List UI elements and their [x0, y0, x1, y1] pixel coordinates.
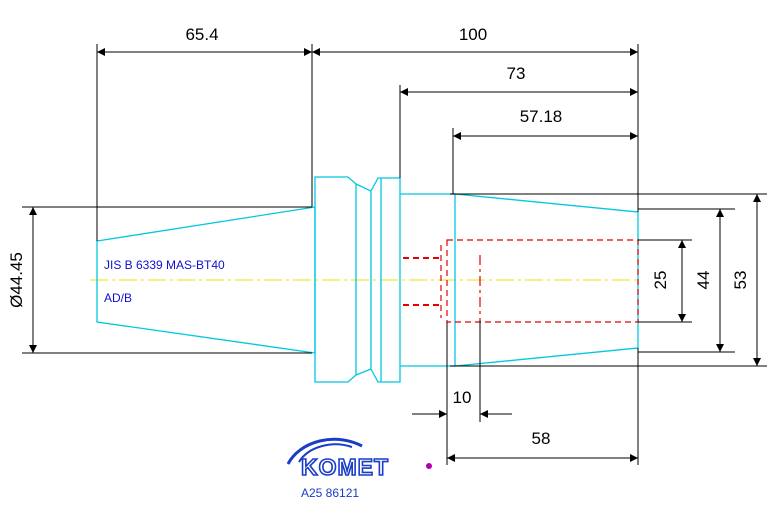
- logo-arc-outer: [286, 437, 363, 465]
- logo-arc-inner: [298, 443, 353, 463]
- taper-outline: [96, 206, 316, 354]
- dim-taper-diameter: Ø44.45: [7, 252, 26, 308]
- registered-dot: [426, 463, 432, 469]
- neck: [400, 193, 456, 367]
- dim-body-length: 73: [507, 64, 526, 83]
- collar: [370, 177, 401, 383]
- komet-logo: KOMET: [286, 437, 432, 481]
- extension-lines: [22, 44, 767, 465]
- hidden-lines: [403, 239, 639, 323]
- standard-note: JIS B 6339 MAS-BT40: [104, 258, 225, 272]
- part-number: A25 86121: [301, 486, 359, 500]
- dim-nose-diameter: 44: [694, 271, 713, 290]
- bore-hidden: [446, 239, 639, 323]
- dim-offset: 10: [453, 388, 472, 407]
- dimension-lines: [29, 48, 761, 462]
- v-groove: [355, 183, 372, 376]
- dim-bore-depth: 58: [532, 429, 551, 448]
- variant-note: AD/B: [104, 291, 132, 305]
- dim-flange-diameter: 53: [731, 271, 750, 290]
- dim-bore-diameter: 25: [651, 271, 670, 290]
- brand-name: KOMET: [301, 454, 389, 480]
- dim-taper-length: 65.4: [185, 25, 218, 44]
- dim-nose-length: 57.18: [520, 107, 563, 126]
- dim-overall-length: 100: [459, 25, 487, 44]
